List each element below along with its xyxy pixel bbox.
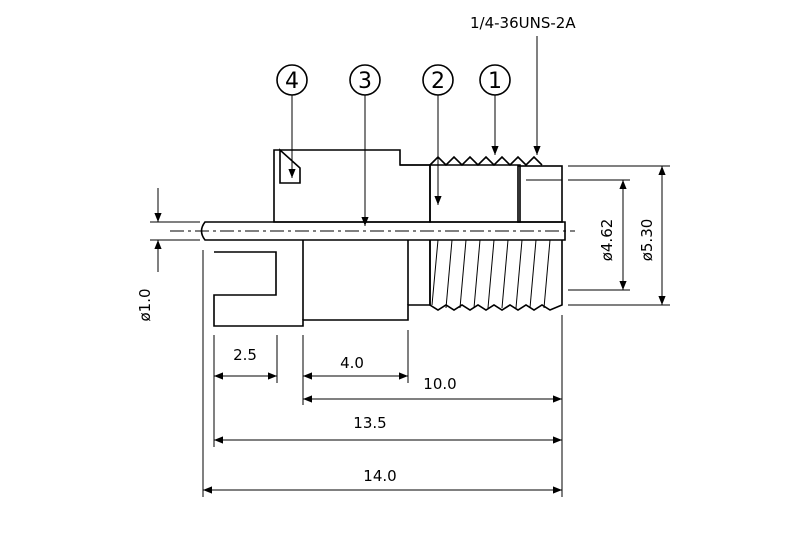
dim-10-0: 10.0 xyxy=(423,375,456,393)
end-ring xyxy=(517,165,563,223)
svg-text:4: 4 xyxy=(285,69,299,94)
dim-14-0: 14.0 xyxy=(363,467,396,485)
thread-lower xyxy=(429,240,563,311)
svg-text:3: 3 xyxy=(358,69,372,94)
pin-diameter-label: ø1.0 xyxy=(136,288,154,321)
balloon-4: 4 xyxy=(276,64,308,178)
balloon-3: 3 xyxy=(349,64,381,226)
thread-teeth-top xyxy=(429,155,543,167)
insulator-notch xyxy=(279,148,301,184)
pin-diameter-dim: ø1.0 xyxy=(136,188,200,322)
dim-13-5: 13.5 xyxy=(353,414,386,432)
balloon-1: 1 xyxy=(479,64,511,155)
svg-text:2: 2 xyxy=(431,69,445,94)
connector-body xyxy=(170,148,575,327)
length-dims: 2.5 4.0 10.0 13.5 14.0 xyxy=(202,250,563,497)
thread-spec-label: 1/4-36UNS-2A xyxy=(470,14,576,32)
outer-diameter-label: ø5.30 xyxy=(638,219,656,262)
lower-outline-left xyxy=(213,240,431,327)
thread-callout: 1/4-36UNS-2A xyxy=(470,14,576,155)
thread-strokes xyxy=(431,239,551,309)
insulator-section xyxy=(273,149,431,223)
balloon-2: 2 xyxy=(422,64,454,205)
svg-text:1: 1 xyxy=(488,69,502,94)
diameter-dims-right: ø4.62 ø5.30 xyxy=(568,165,670,306)
dim-2-5: 2.5 xyxy=(233,346,257,364)
housing-section xyxy=(400,164,521,223)
dim-4-0: 4.0 xyxy=(340,354,364,372)
center-pin xyxy=(200,221,566,241)
inner-diameter-label: ø4.62 xyxy=(598,219,616,262)
